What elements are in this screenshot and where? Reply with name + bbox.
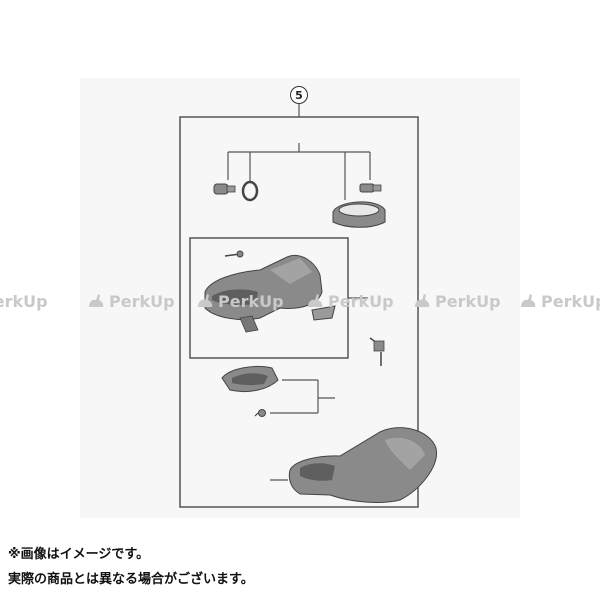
ring-part (241, 180, 259, 202)
perkup-logo-icon (521, 294, 536, 307)
perkup-logo-icon (89, 294, 104, 307)
watermark: PerkUp (518, 288, 600, 314)
disclaimer-image-note: ※画像はイメージです。 (8, 547, 150, 562)
hood-part (288, 427, 437, 503)
watermark-text: PerkUp (328, 291, 394, 311)
cover-part (221, 365, 279, 393)
perkup-logo-icon (198, 294, 213, 307)
watermark-text: PerkUp (218, 291, 284, 311)
disclaimer-product-note: 実際の商品とは異なる場合がございます。 (8, 572, 254, 587)
watermark: PerkUp (412, 288, 501, 314)
watermark-text: PerkUp (435, 291, 501, 311)
small-parts-bracket (227, 143, 371, 200)
watermark: PerkUp (86, 288, 175, 314)
watermark-text: PerkUp (109, 291, 175, 311)
callout-number: 5 (290, 86, 308, 104)
side-pin-part (369, 337, 385, 366)
perkup-logo-icon (415, 294, 430, 307)
watermark: PerkUp (305, 288, 394, 314)
bolt-part (213, 183, 236, 195)
pin-part (224, 250, 244, 258)
perkup-logo-icon (308, 294, 323, 307)
watermark: PerkUp (0, 288, 48, 314)
watermark-text: PerkUp (0, 291, 48, 311)
watermark: PerkUp (195, 288, 284, 314)
plate-part (311, 305, 336, 321)
lever-body-part (204, 254, 323, 333)
screw-part (359, 183, 382, 193)
cover-bracket (270, 379, 335, 414)
clamp-band-part (332, 201, 386, 228)
tiny-screw-part (254, 409, 266, 417)
watermark-text: PerkUp (541, 291, 600, 311)
